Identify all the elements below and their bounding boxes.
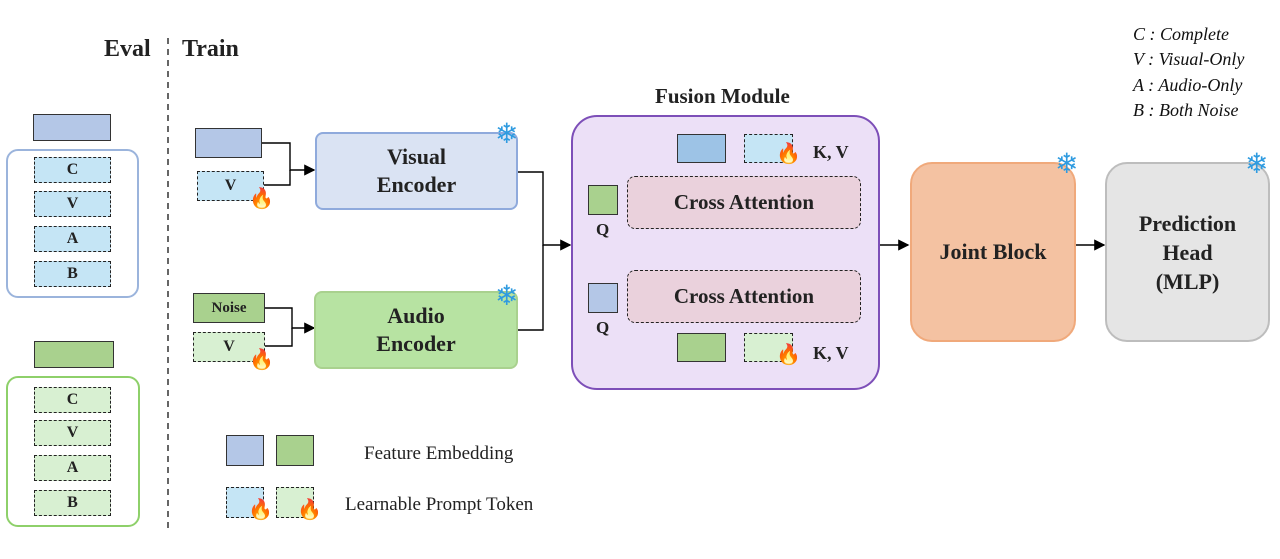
snowflake-icon: ❄ <box>1055 147 1079 180</box>
prediction-head-line1: Prediction <box>1138 210 1237 236</box>
flame-icon: 🔥 <box>249 347 274 371</box>
audio-input-connector <box>265 307 316 334</box>
encoder-to-fusion-connector <box>518 171 572 251</box>
eval-visual-prompt-group <box>6 149 139 298</box>
visual-encoder-line1: Visual <box>386 144 447 169</box>
fusion-kv-label-2: K, V <box>813 343 849 363</box>
legend-visual-feature-swatch <box>226 435 264 466</box>
audio-encoder-line1: Audio <box>387 303 445 328</box>
eval-visual-feature-embedding <box>33 114 111 141</box>
fusion-audio-query <box>588 185 618 215</box>
visual-encoder-line2: Encoder <box>376 172 457 197</box>
flame-icon: 🔥 <box>297 497 322 521</box>
train-header: Train <box>182 36 239 62</box>
prediction-head: Prediction Head (MLP) <box>1105 162 1270 342</box>
eval-audio-token-b: B <box>34 490 111 516</box>
legend-audio-prompt-swatch <box>276 487 314 518</box>
key-complete: C : Complete <box>1133 24 1229 44</box>
fusion-visual-prompt-token <box>744 134 793 163</box>
train-visual-prompt-token: V <box>197 171 264 201</box>
flame-icon: 🔥 <box>776 342 801 366</box>
eval-visual-token-c: C <box>34 157 111 183</box>
snowflake-icon: ❄ <box>495 279 519 312</box>
legend-audio-feature-swatch <box>276 435 314 466</box>
prediction-head-line3: (MLP) <box>1155 268 1220 294</box>
audio-encoder: Audio Encoder <box>314 291 518 369</box>
flame-icon: 🔥 <box>776 141 801 165</box>
train-noise-feature: Noise <box>193 293 265 323</box>
train-visual-feature <box>195 128 262 158</box>
eval-header: Eval <box>104 36 151 62</box>
eval-visual-token-b: B <box>34 261 111 287</box>
eval-audio-prompt-group <box>6 376 140 527</box>
cross-attention-2: Cross Attention <box>627 270 861 323</box>
prediction-head-line2: Head <box>1162 239 1213 265</box>
eval-audio-token-c: C <box>34 387 111 413</box>
legend-feature-label: Feature Embedding <box>364 443 514 464</box>
key-audio-only: A : Audio-Only <box>1133 75 1243 95</box>
train-audio-prompt-token: V <box>193 332 265 362</box>
joint-block: Joint Block <box>910 162 1076 342</box>
legend-visual-prompt-swatch <box>226 487 264 518</box>
cross-attention-1: Cross Attention <box>627 176 861 229</box>
fusion-module-title: Fusion Module <box>655 84 790 108</box>
eval-visual-token-v: V <box>34 191 111 217</box>
eval-visual-token-a: A <box>34 226 111 252</box>
audio-encoder-line2: Encoder <box>376 331 456 356</box>
snowflake-icon: ❄ <box>495 117 519 150</box>
visual-encoder: Visual Encoder <box>315 132 518 210</box>
fusion-q-label-1: Q <box>596 220 610 239</box>
eval-audio-token-a: A <box>34 455 111 481</box>
eval-audio-feature-embedding <box>34 341 114 368</box>
fusion-visual-feature <box>677 134 726 163</box>
eval-audio-token-v: V <box>34 420 111 446</box>
fusion-q-label-2: Q <box>596 318 610 337</box>
fusion-visual-query <box>588 283 618 313</box>
key-visual-only: V : Visual-Only <box>1133 49 1245 69</box>
legend-prompt-label: Learnable Prompt Token <box>345 494 534 515</box>
visual-input-connector <box>262 142 316 176</box>
fusion-audio-prompt-token <box>744 333 793 362</box>
fusion-kv-label-1: K, V <box>813 142 849 162</box>
flame-icon: 🔥 <box>249 186 274 210</box>
snowflake-icon: ❄ <box>1245 147 1269 180</box>
fusion-audio-feature <box>677 333 726 362</box>
key-both-noise: B : Both Noise <box>1133 100 1239 120</box>
flame-icon: 🔥 <box>248 497 273 521</box>
